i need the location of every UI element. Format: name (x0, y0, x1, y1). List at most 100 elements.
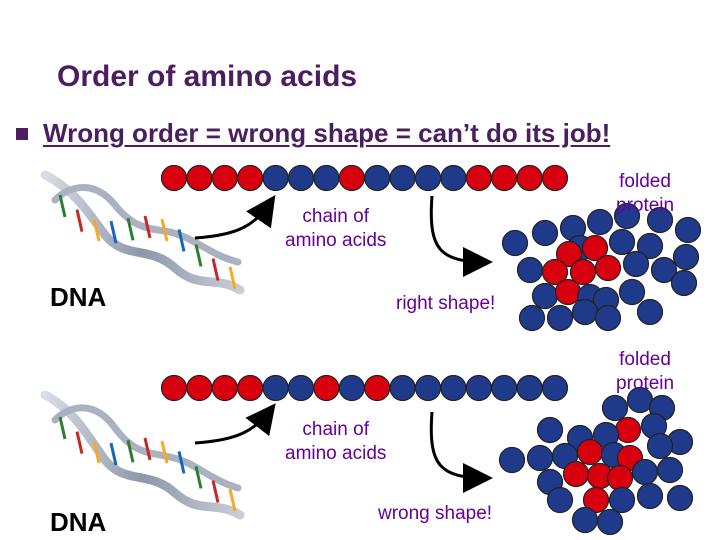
amino-acid-bead (465, 374, 492, 402)
amino-acid-bead (211, 374, 238, 402)
amino-acid-bead (287, 374, 315, 402)
amino-acid-bead (555, 240, 583, 268)
amino-acid-bead (491, 374, 518, 402)
amino-acid-bead (518, 304, 546, 332)
amino-acid-bead (581, 234, 609, 262)
amino-acid-bead (608, 486, 636, 514)
amino-acid-bead (160, 374, 188, 402)
bullet-text: Wrong order = wrong shape = can’t do its… (43, 118, 611, 148)
amino-acid-bead (636, 232, 664, 260)
amino-acid-bead (414, 164, 442, 192)
dna-base-pair (75, 431, 84, 454)
dna-base-pair (126, 217, 135, 241)
dna-base-pair (194, 466, 203, 489)
amino-acid-bead (594, 304, 622, 332)
amino-acid-bead (613, 202, 641, 230)
chain-label-bottom: chain of amino acids (285, 418, 386, 466)
dna-label-bottom: DNA (50, 507, 107, 537)
amino-acid-bead (596, 508, 624, 536)
amino-acid-bead (608, 228, 636, 256)
folded-protein-label-top: folded protein (616, 170, 674, 218)
dna-base-pair (92, 440, 101, 464)
dna-base-pair (160, 218, 169, 242)
amino-acid-bead (338, 374, 365, 402)
dna-base-pair (58, 194, 67, 218)
dna-base-pair (109, 220, 118, 244)
dna-base-pair (160, 440, 169, 464)
amino-acid-bead (287, 164, 315, 192)
amino-acid-bead (440, 164, 467, 192)
curved-arrow-icon (429, 195, 493, 277)
result-label-bottom: wrong shape! (378, 503, 493, 524)
folded-label-line2: protein (616, 195, 675, 216)
amino-acid-bead (491, 164, 518, 192)
amino-acid-bead (526, 444, 554, 472)
dna-base-pair (143, 215, 152, 239)
dna-base-pair (177, 451, 186, 474)
folded-label-line1: folded (619, 171, 671, 192)
amino-acid-bead (516, 374, 543, 402)
amino-acid-bead (646, 432, 674, 460)
amino-acid-bead (650, 256, 678, 284)
amino-acid-bead (571, 298, 599, 326)
amino-acid-bead (531, 219, 559, 247)
amino-acid-bead (582, 486, 610, 514)
amino-acid-bead (501, 229, 529, 257)
amino-acid-bead (546, 486, 574, 514)
amino-acid-bead (364, 164, 391, 192)
folded-label-line1: folded (619, 349, 671, 370)
amino-acid-bead (516, 164, 543, 192)
amino-acid-bead (262, 164, 289, 192)
slide-title: Order of amino acids (57, 60, 358, 93)
amino-acid-bead (666, 484, 694, 512)
curved-arrow-icon (194, 403, 276, 445)
chain-label-line2: amino acids (285, 443, 387, 464)
amino-acid-bead (237, 374, 264, 402)
amino-acid-bead (186, 164, 213, 192)
amino-acid-bead (440, 374, 467, 402)
folded-protein-right-shape (501, 202, 702, 332)
dna-base-pairs (58, 194, 237, 290)
curved-arrow-icon (194, 195, 276, 240)
amino-acid-bead (614, 416, 642, 444)
dna-base-pair (75, 209, 84, 232)
chain-label-top: chain of amino acids (285, 205, 386, 253)
amino-acid-bead (606, 464, 634, 492)
amino-acid-bead (516, 256, 544, 284)
bullet-point: Wrong order = wrong shape = can’t do its… (16, 118, 610, 149)
amino-acid-bead (622, 250, 650, 278)
amino-acid-bead (670, 269, 698, 297)
amino-acid-bead (569, 258, 597, 286)
amino-acid-bead (562, 460, 590, 488)
dna-base-pairs (58, 416, 237, 512)
dna-base-pair (58, 416, 67, 440)
amino-acid-bead (594, 254, 622, 282)
amino-acid-bead (389, 164, 416, 192)
amino-acid-bead (541, 164, 569, 192)
result-label-top: right shape! (396, 293, 496, 314)
dna-strand (40, 170, 245, 295)
dna-base-pair (211, 480, 220, 503)
amino-acid-bead (498, 446, 526, 474)
bullet-square-icon (16, 127, 28, 140)
amino-acid-bead (541, 374, 569, 402)
amino-acid-bead (636, 298, 664, 326)
amino-acid-chain-top (160, 164, 569, 192)
amino-acid-bead (646, 206, 674, 234)
amino-acid-bead (160, 164, 188, 192)
amino-acid-bead (618, 278, 646, 306)
dna-strand (40, 390, 245, 520)
dna-label-top: DNA (50, 282, 107, 312)
amino-acid-chain-bottom (160, 374, 569, 402)
folded-label-line2: protein (616, 373, 675, 394)
dna-base-pair (228, 488, 237, 512)
amino-acid-bead (674, 216, 702, 244)
amino-acid-bead (576, 438, 604, 466)
dna-base-pair (126, 439, 135, 463)
amino-acid-bead (389, 374, 416, 402)
dna-strand (51, 184, 242, 266)
chain-label-line1: chain of (302, 419, 369, 440)
amino-acid-bead (541, 258, 569, 286)
dna-base-pair (194, 244, 203, 267)
